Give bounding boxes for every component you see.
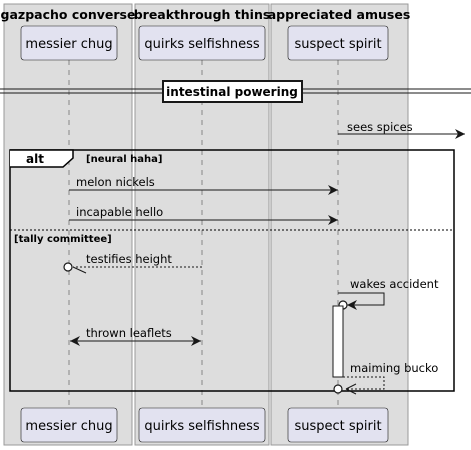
message-incapable-hello: incapable hello bbox=[69, 205, 338, 225]
message-melon-nickels: melon nickels bbox=[69, 175, 338, 195]
participant-label: suspect spirit bbox=[294, 37, 381, 52]
message-maiming-bucko: maiming bucko bbox=[333, 361, 438, 395]
box-gazpacho-converse: gazpacho converse bbox=[1, 3, 136, 446]
message-label: wakes accident bbox=[350, 277, 439, 291]
message-label: thrown leaflets bbox=[86, 326, 172, 340]
alt-fragment: alt [neural haha] [tally committee] bbox=[9, 149, 455, 392]
participant-foot-quirks-selfishness[interactable]: quirks selfishness bbox=[138, 407, 266, 443]
box-title: appreciated amuses bbox=[268, 7, 411, 22]
divider-label: intestinal powering bbox=[166, 85, 298, 99]
message-label: sees spices bbox=[347, 120, 413, 134]
box-title: gazpacho converse bbox=[1, 7, 136, 22]
participant-label: quirks selfishness bbox=[144, 419, 259, 434]
box-title: breakthrough thins bbox=[134, 7, 271, 22]
divider: intestinal powering bbox=[0, 80, 471, 103]
message-label: maiming bucko bbox=[350, 361, 438, 375]
participant-label: suspect spirit bbox=[294, 419, 381, 434]
message-label: melon nickels bbox=[76, 175, 155, 189]
participant-label: messier chug bbox=[25, 419, 112, 434]
alt-guard-tally-committee: [tally committee] bbox=[14, 234, 112, 245]
message-sees-spices: sees spices bbox=[338, 120, 465, 139]
message-thrown-leaflets: thrown leaflets bbox=[70, 326, 201, 346]
participant-head-quirks-selfishness[interactable]: quirks selfishness bbox=[138, 25, 266, 61]
participant-foot-suspect-spirit[interactable]: suspect spirit bbox=[287, 407, 389, 443]
participant-foot-messier-chug[interactable]: messier chug bbox=[20, 407, 118, 443]
participant-label: messier chug bbox=[25, 37, 112, 52]
participant-label: quirks selfishness bbox=[144, 37, 259, 52]
message-label: incapable hello bbox=[76, 205, 163, 219]
activation-bar bbox=[332, 305, 344, 378]
alt-keyword: alt bbox=[26, 152, 44, 166]
message-label: testifies height bbox=[86, 252, 172, 266]
box-appreciated-amuses: appreciated amuses bbox=[268, 3, 411, 446]
message-testifies-height: testifies height bbox=[63, 252, 202, 274]
participant-head-messier-chug[interactable]: messier chug bbox=[20, 25, 118, 61]
participant-head-suspect-spirit[interactable]: suspect spirit bbox=[287, 25, 389, 61]
alt-guard-neural-haha: [neural haha] bbox=[86, 154, 162, 165]
